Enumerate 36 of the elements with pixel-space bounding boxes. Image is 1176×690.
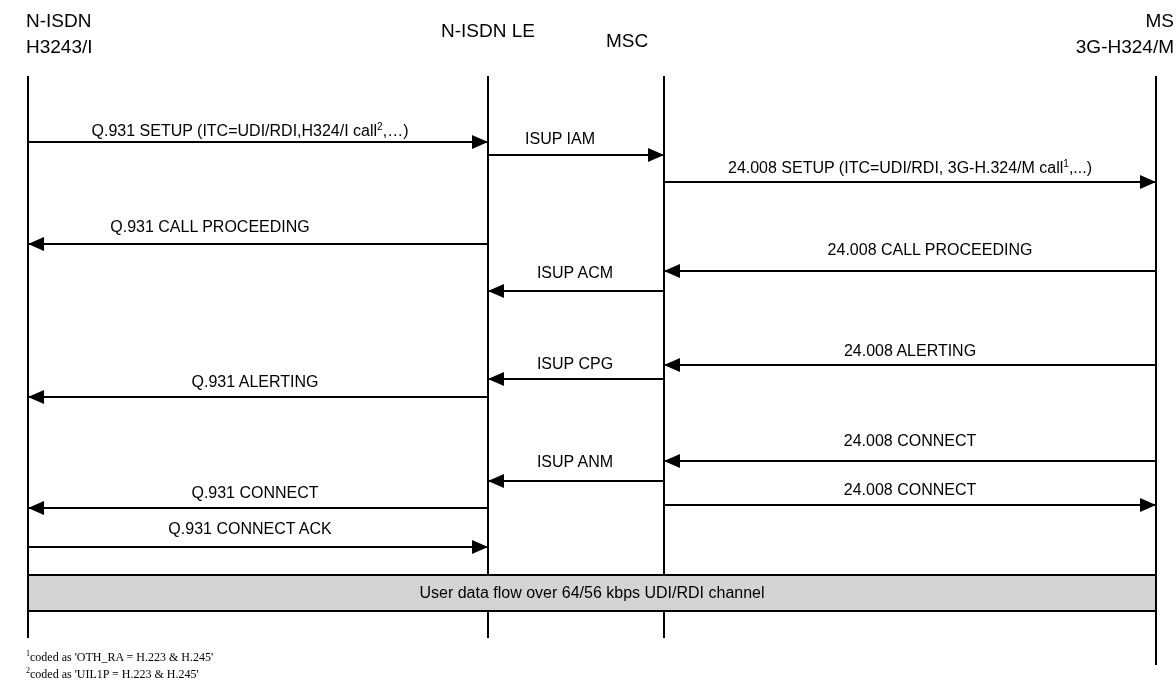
message-arrow xyxy=(27,237,489,251)
message-arrow xyxy=(487,372,665,386)
message-arrow xyxy=(487,284,665,298)
footnote: $^{2}$coded as 'UIL1P = H.223 & H.245' xyxy=(26,667,199,681)
edge-label: Q.931 SETUP (ITC=UDI/RDI,H324/I call$^{2}$,…) xyxy=(91,122,409,140)
edge-label: 24.008 ALERTING xyxy=(843,342,977,360)
footnote: $^{1}$coded as 'OTH_RA = H.223 & H.245' xyxy=(26,650,214,664)
message-arrow xyxy=(27,540,489,554)
lifeline-heading: MS 3G-H324/M xyxy=(1074,9,1174,59)
data-flow-band xyxy=(27,574,1157,612)
edge-label: 24.008 CONNECT xyxy=(843,481,977,499)
edge-label: Q.931 CONNECT ACK xyxy=(168,520,332,538)
message-arrow xyxy=(487,474,665,488)
message-arrow xyxy=(27,135,489,149)
edge-label: 24.008 CONNECT xyxy=(843,432,977,450)
edge-label: 24.008 SETUP (ITC=UDI/RDI, 3G-H.324/M call$^{1}$,...) xyxy=(728,159,1092,177)
message-arrow xyxy=(663,454,1157,468)
lifeline-heading: MSC xyxy=(606,29,650,53)
lifeline-heading: N-ISDN LE xyxy=(440,19,536,43)
edge-label: Q.931 CALL PROCEEDING xyxy=(110,218,310,236)
message-arrow xyxy=(663,175,1157,189)
edge-label: Q.931 CONNECT xyxy=(191,484,319,502)
edge-label: 24.008 CALL PROCEEDING xyxy=(827,241,1033,259)
edge-label: ISUP ANM xyxy=(536,453,614,471)
edge-label: ISUP ACM xyxy=(536,264,614,282)
edge-label: Q.931 ALERTING xyxy=(191,373,319,391)
message-arrow xyxy=(663,264,1157,278)
message-arrow xyxy=(663,358,1157,372)
edge-label: ISUP IAM xyxy=(525,130,595,148)
lifeline-heading: N-ISDN H3243/I xyxy=(26,9,94,59)
band-label: User data flow over 64/56 kbps UDI/RDI channel xyxy=(419,584,765,602)
edge-label: ISUP CPG xyxy=(536,355,614,373)
message-arrow xyxy=(27,501,489,515)
message-arrow xyxy=(663,498,1157,512)
message-arrow xyxy=(487,148,665,162)
message-arrow xyxy=(27,390,489,404)
